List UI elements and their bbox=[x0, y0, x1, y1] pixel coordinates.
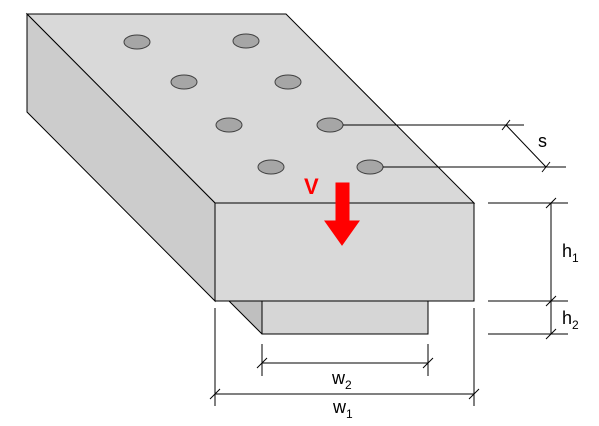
dimension-line bbox=[505, 124, 547, 168]
tick bbox=[545, 197, 557, 209]
stem-side-face bbox=[227, 300, 264, 335]
stem-front-face bbox=[261, 300, 429, 335]
spacing-label: s bbox=[538, 131, 547, 151]
w1-label: w1 bbox=[332, 397, 353, 421]
hole bbox=[232, 33, 260, 49]
spacing-dimension bbox=[343, 119, 566, 173]
tick bbox=[545, 328, 557, 340]
h1-label: h1 bbox=[562, 241, 579, 265]
h2-label: h2 bbox=[562, 308, 579, 332]
tick bbox=[468, 388, 480, 400]
tick bbox=[209, 388, 221, 400]
w2-label: w2 bbox=[331, 368, 352, 392]
hole bbox=[215, 117, 243, 133]
height-dimensions bbox=[488, 197, 568, 340]
tick bbox=[541, 161, 551, 173]
hole bbox=[170, 74, 198, 90]
shear-force-arrow bbox=[324, 182, 360, 246]
slab-front-face bbox=[214, 202, 475, 302]
hole bbox=[316, 117, 344, 133]
shear-force-label: V bbox=[304, 174, 319, 199]
tick bbox=[545, 295, 557, 307]
hole bbox=[274, 74, 302, 90]
reinforcement-holes bbox=[123, 33, 384, 175]
tick bbox=[501, 119, 511, 131]
hole bbox=[257, 159, 285, 175]
hole bbox=[356, 159, 384, 175]
hole bbox=[123, 34, 151, 50]
tick bbox=[422, 357, 434, 369]
tick bbox=[256, 357, 268, 369]
width-dimensions bbox=[209, 308, 480, 406]
